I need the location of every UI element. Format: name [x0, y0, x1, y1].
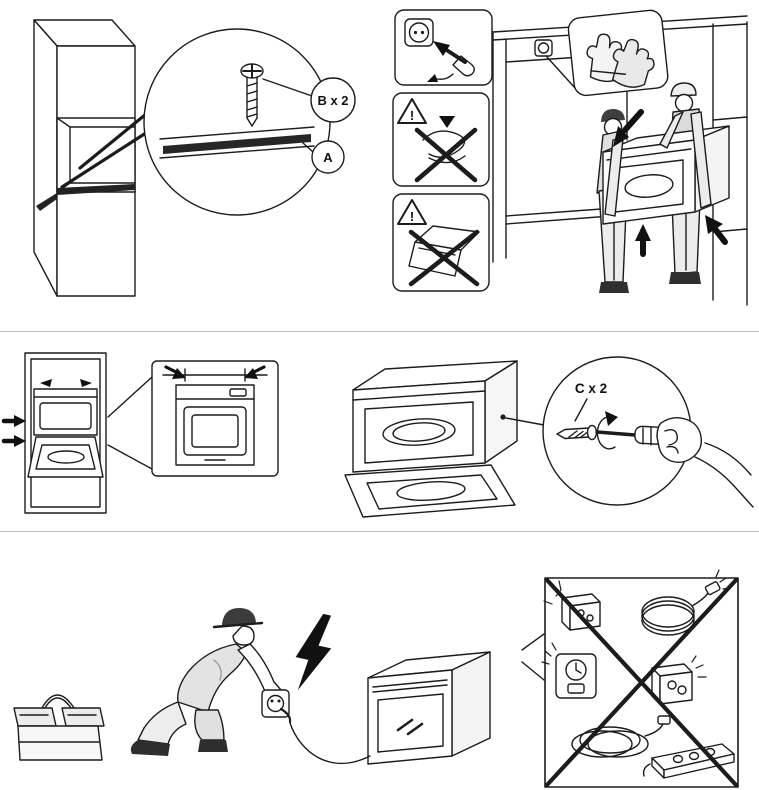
- kneeling-worker: [130, 608, 289, 756]
- rotation-arrow: [605, 411, 618, 426]
- hand-holding-screwdriver: [656, 416, 754, 508]
- svg-text:!: !: [410, 108, 414, 123]
- tall-cabinet: [33, 19, 136, 297]
- alignment-detail-panel: [151, 360, 279, 477]
- section-divider-1: [0, 331, 759, 332]
- multi-plug-adapter: [543, 580, 601, 631]
- section-divider-2: [0, 531, 759, 532]
- plug: [427, 41, 475, 82]
- prohibited-x: [544, 577, 739, 788]
- rail-strip: [57, 184, 135, 195]
- timer-socket: [541, 642, 597, 699]
- lightning-bolt-icon: [295, 613, 332, 691]
- callout-screw-b-label: B x 2: [317, 93, 348, 108]
- screw-c-zoom-circle: C x 2: [542, 356, 754, 508]
- coiled-cable: [571, 715, 671, 758]
- rail-strip-zoom: [163, 134, 311, 154]
- svg-text:!: !: [410, 209, 414, 224]
- worker-arms: [604, 111, 712, 217]
- magnifier-circle: [143, 28, 331, 216]
- work-gloves-icon: [586, 33, 655, 88]
- plug-arrow: [433, 41, 450, 56]
- warning-triangle-icon-2: !: [397, 199, 427, 225]
- safety-gloves-callout: [546, 9, 669, 97]
- wall-socket-and-plug: [261, 689, 292, 724]
- travel-adapter: [651, 655, 707, 705]
- oven-open-door: [344, 360, 518, 518]
- mini-oven-front: [175, 384, 255, 466]
- oven-lifting-illustration: ! !: [392, 9, 748, 306]
- power-socket-callout: [394, 9, 493, 86]
- warning-no-lift-by-door: !: [392, 193, 490, 292]
- power-connection-illustration: [13, 569, 739, 788]
- callout-rail-a-label: A: [323, 150, 333, 165]
- cross-out-x-2: [408, 229, 480, 287]
- screw-fixing-illustration: C x 2: [344, 356, 754, 518]
- warning-triangle-icon: !: [397, 98, 427, 124]
- column-with-oven: [1, 352, 107, 514]
- callout-screw-c-label: C x 2: [575, 381, 607, 396]
- callout-screw-b: B x 2: [310, 77, 356, 123]
- extension-cord-reel: [641, 569, 731, 636]
- cabinet-socket: [534, 39, 553, 57]
- magnifier-leader-lines: [60, 108, 153, 189]
- prohibited-accessories-panel: [521, 569, 739, 788]
- rail-mounting-illustration: B x 2 A: [33, 19, 356, 297]
- down-arrow: [439, 116, 455, 128]
- screw-b-zoom: [240, 63, 264, 127]
- oven-insertion-illustration: [1, 352, 279, 514]
- lift-arrows: [613, 109, 728, 257]
- insert-arrows: [1, 415, 26, 447]
- warning-no-pull-cord: !: [392, 92, 490, 187]
- callout-rail-a: A: [311, 140, 345, 174]
- toolbox: [13, 694, 105, 761]
- cross-out-x: [414, 127, 478, 183]
- oven-bottom-scene: [289, 651, 491, 765]
